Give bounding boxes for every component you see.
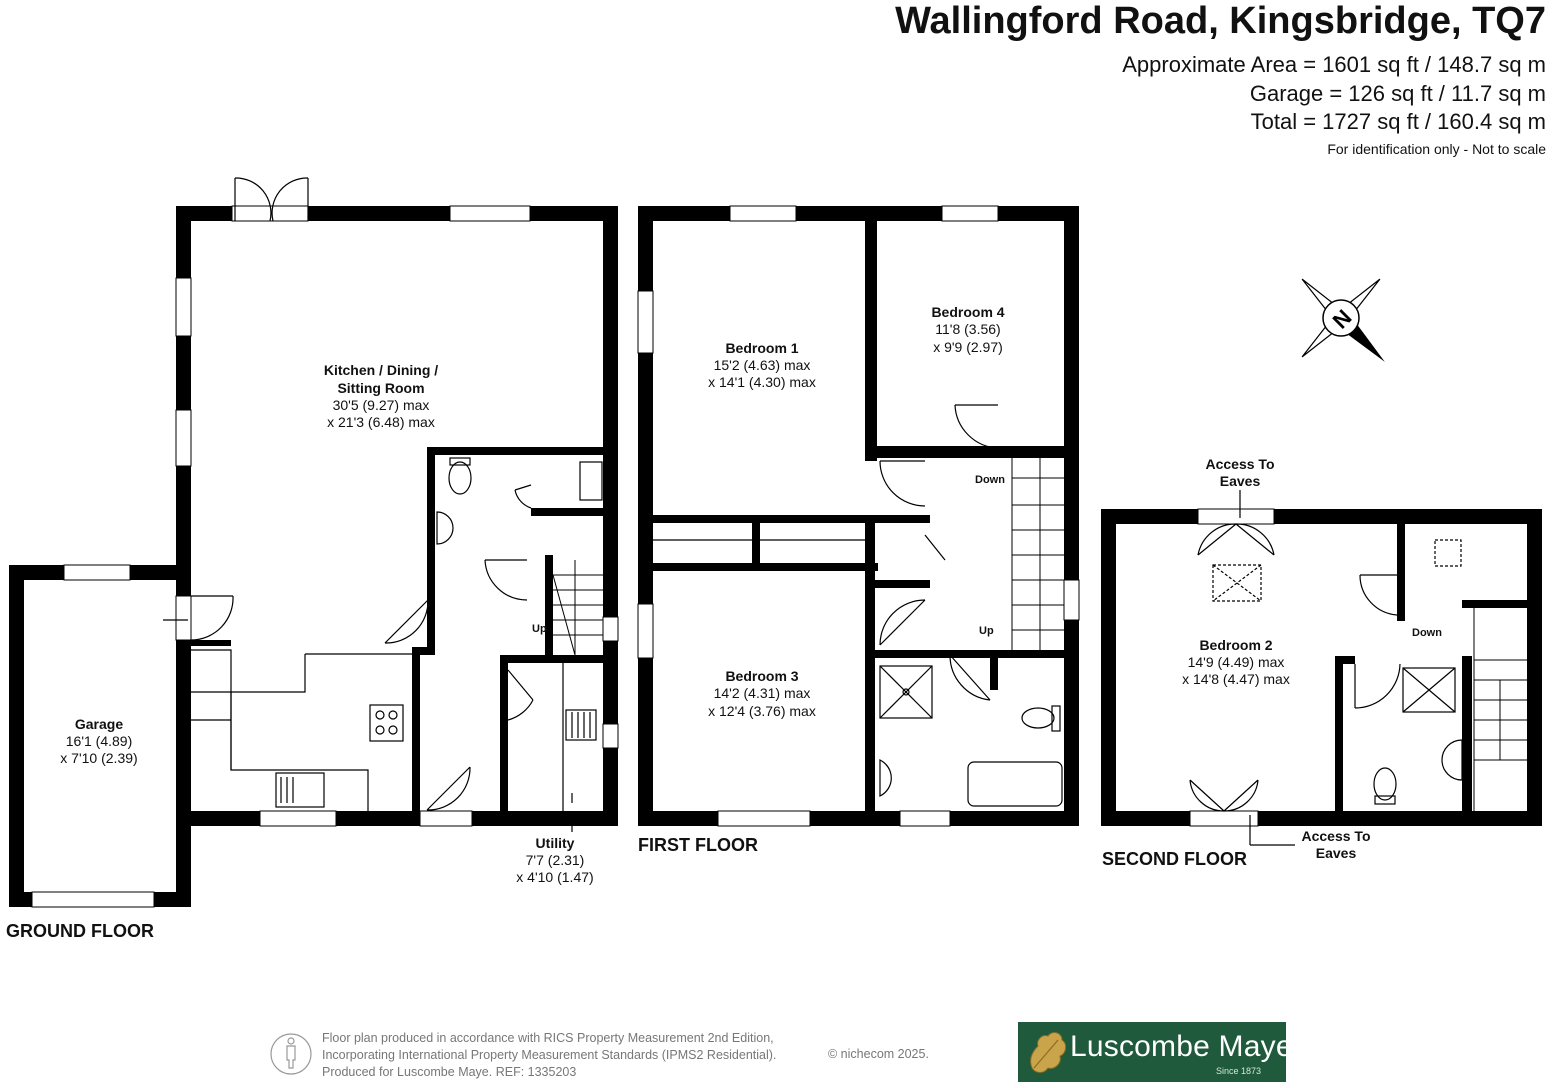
footer-line-1: Floor plan produced in accordance with R… [322, 1031, 774, 1045]
first-floor-label: FIRST FLOOR [638, 835, 758, 855]
bedroom2-dim-1: 14'9 (4.49) max [1188, 654, 1285, 670]
eaves-bottom-line1: Access To [1302, 828, 1371, 844]
garage-name: Garage [75, 716, 123, 732]
total-area: Total = 1727 sq ft / 160.4 sq m [1250, 109, 1546, 134]
brand-logo: Luscombe Maye Since 1873 [1018, 1022, 1293, 1082]
stairs-down-second: Down [1412, 627, 1442, 639]
bedroom3-dim-1: 14'2 (4.31) max [714, 685, 811, 701]
eaves-bottom-line2: Eaves [1316, 845, 1357, 861]
kitchen-dim-1: 30'5 (9.27) max [333, 397, 430, 413]
footer-line-2: Incorporating International Property Mea… [322, 1048, 777, 1062]
stairs-up-first: Up [979, 625, 994, 637]
bedroom4-dim-2: x 9'9 (2.97) [933, 339, 1003, 355]
stairs-down-first: Down [975, 474, 1005, 486]
stairs-up-ground: Up [532, 623, 547, 635]
utility-dim-1: 7'7 (2.31) [526, 852, 585, 868]
garage-dim-1: 16'1 (4.89) [66, 733, 133, 749]
compass-icon [1301, 278, 1385, 362]
approximate-area: Approximate Area = 1601 sq ft / 148.7 sq… [1122, 52, 1546, 77]
copyright-credit: © nichecom 2025. [828, 1047, 929, 1061]
person-icon [270, 1033, 312, 1075]
bedroom1-name: Bedroom 1 [725, 340, 798, 356]
bedroom4-name: Bedroom 4 [931, 304, 1004, 320]
property-title: Wallingford Road, Kingsbridge, TQ7 [895, 0, 1546, 42]
footer-notes: Floor plan produced in accordance with R… [322, 1030, 776, 1081]
utility-dim-2: x 4'10 (1.47) [516, 869, 593, 885]
bedroom2-dim-2: x 14'8 (4.47) max [1182, 671, 1290, 687]
bedroom3-name: Bedroom 3 [725, 668, 798, 684]
eaves-top-line1: Access To [1206, 456, 1275, 472]
brand-name: Luscombe Maye [1070, 1030, 1293, 1063]
ground-floor-label: GROUND FLOOR [6, 921, 154, 941]
second-floor-label: SECOND FLOOR [1102, 849, 1248, 869]
scale-note: For identification only - Not to scale [1327, 141, 1546, 157]
bedroom1-dim-2: x 14'1 (4.30) max [708, 374, 816, 390]
bedroom4-dim-1: 11'8 (3.56) [935, 321, 1000, 337]
kitchen-dim-2: x 21'3 (6.48) max [327, 414, 435, 430]
garage-area: Garage = 126 sq ft / 11.7 sq m [1249, 81, 1546, 106]
eaves-top-line2: Eaves [1220, 473, 1261, 489]
kitchen-name-1: Kitchen / Dining / [324, 362, 438, 378]
bedroom3-dim-2: x 12'4 (3.76) max [708, 703, 816, 719]
kitchen-name-2: Sitting Room [337, 380, 424, 396]
oak-leaf-icon [1030, 1032, 1067, 1073]
bedroom2-name: Bedroom 2 [1199, 637, 1272, 653]
brand-since: Since 1873 [1216, 1066, 1262, 1076]
bedroom1-dim-1: 15'2 (4.63) max [714, 357, 811, 373]
garage-dim-2: x 7'10 (2.39) [60, 750, 137, 766]
utility-name: Utility [536, 835, 575, 851]
footer-line-3: Produced for Luscombe Maye. REF: 1335203 [322, 1065, 577, 1079]
